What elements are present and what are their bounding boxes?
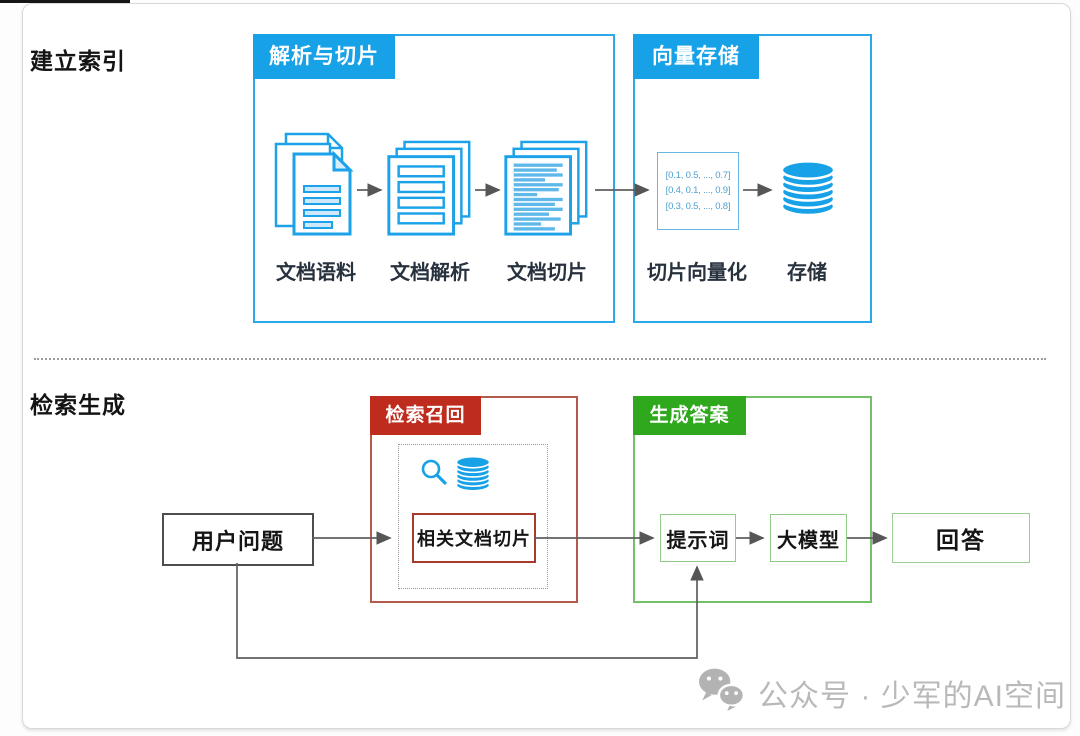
section-divider	[34, 358, 1046, 360]
wechat-icon	[696, 666, 748, 720]
vectorize-label: 切片向量化	[647, 262, 747, 284]
vector-line-1: [0.1, 0.5, ..., 0.7]	[665, 170, 731, 182]
section-title-indexing: 建立索引	[30, 48, 126, 74]
answer-box: 回答	[892, 513, 1030, 563]
document-corpus-icon	[272, 130, 360, 238]
vector-storage-tab: 向量存储	[633, 34, 759, 79]
prompt-box: 提示词	[660, 514, 736, 562]
watermark-text: 公众号 · 少军的AI空间	[758, 680, 1067, 713]
document-slice-icon	[503, 140, 591, 238]
database-small-icon	[454, 454, 492, 492]
parse-slice-tab: 解析与切片	[253, 34, 395, 79]
section-title-retrieval: 检索生成	[30, 392, 126, 418]
vector-values-box: [0.1, 0.5, ..., 0.7] [0.4, 0.1, ..., 0.9…	[657, 152, 739, 230]
model-box: 大模型	[770, 514, 847, 562]
relevant-chunks-box: 相关文档切片	[412, 513, 536, 563]
watermark: 公众号 · 少军的AI空间	[696, 666, 1066, 720]
store-label: 存储	[787, 262, 827, 284]
corpus-label: 文档语料	[276, 262, 356, 284]
generation-tab: 生成答案	[633, 396, 746, 435]
search-icon	[420, 458, 450, 488]
database-icon	[779, 157, 837, 217]
top-edge-strip	[0, 0, 130, 3]
slice-label: 文档切片	[507, 262, 587, 284]
vector-line-2: [0.4, 0.1, ..., 0.9]	[665, 185, 731, 197]
user-question-box: 用户问题	[162, 513, 314, 566]
recall-tab: 检索召回	[370, 396, 481, 435]
parse-label: 文档解析	[390, 262, 470, 284]
vector-line-3: [0.3, 0.5, ..., 0.8]	[665, 200, 731, 212]
document-parse-icon	[386, 140, 474, 238]
